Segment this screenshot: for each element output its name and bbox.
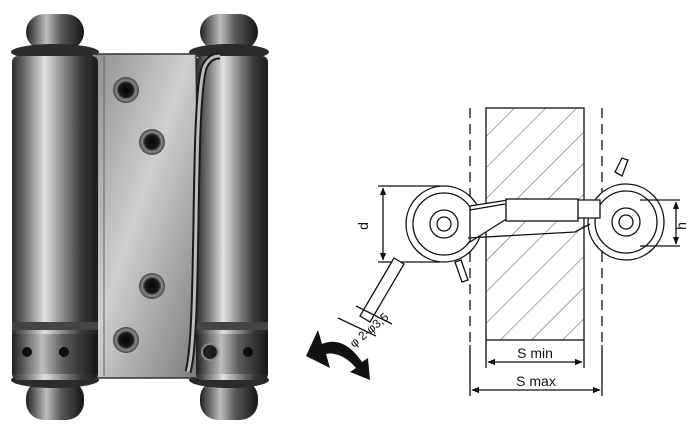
left-top-cap bbox=[26, 14, 84, 50]
screw-hole-icon bbox=[139, 129, 165, 155]
dimension-label-h: h bbox=[673, 222, 689, 230]
dimension-label-s-max: S max bbox=[516, 373, 556, 389]
right-top-cap bbox=[200, 14, 258, 50]
dimension-label-s-min: S min bbox=[517, 345, 553, 361]
right-spring-barrel bbox=[196, 56, 268, 380]
adjust-pin-icon bbox=[201, 343, 219, 361]
hinge-photo bbox=[11, 14, 269, 420]
dimension-label-d: d bbox=[355, 222, 371, 230]
adjust-hole-icon bbox=[59, 347, 69, 357]
adjust-hole-icon bbox=[22, 347, 32, 357]
screw-hole-icon bbox=[113, 327, 139, 353]
technical-drawing bbox=[337, 107, 680, 396]
screw-hole-icon bbox=[113, 77, 139, 103]
left-spring-barrel bbox=[12, 56, 98, 380]
right-bottom-cap bbox=[200, 380, 258, 420]
hinge-leaf bbox=[91, 53, 201, 379]
screw-hole-icon bbox=[139, 273, 165, 299]
rotation-arrow-icon bbox=[306, 330, 370, 380]
left-bottom-cap bbox=[26, 380, 84, 420]
door-section bbox=[485, 107, 585, 341]
adjust-hole-icon bbox=[243, 347, 253, 357]
